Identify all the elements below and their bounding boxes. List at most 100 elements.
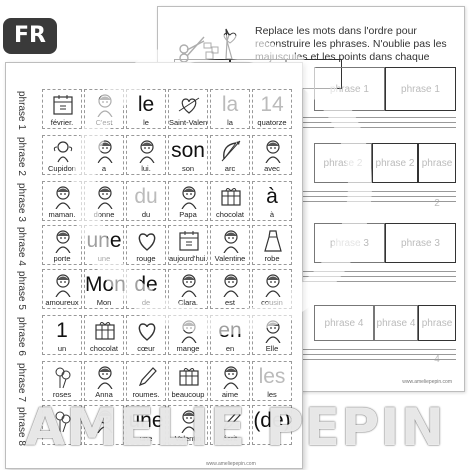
phrase-row-label: phrase 6	[9, 315, 33, 356]
card-caption: une	[139, 434, 153, 443]
writing-lines	[174, 113, 456, 135]
word-card: de de	[126, 269, 166, 309]
card-caption: mange	[176, 344, 200, 353]
answer-box: phrase 3	[385, 223, 456, 263]
heart-icon	[136, 229, 158, 253]
card-caption: chocolat	[216, 210, 244, 219]
word-card: (de)	[252, 405, 292, 445]
bow-arrow-icon	[220, 139, 242, 163]
card-caption: beaucoup	[171, 390, 205, 399]
phrase-row-label-text: phrase 2	[16, 137, 27, 176]
writing-lines	[174, 187, 456, 209]
card-word: du	[134, 185, 158, 208]
word-card: 1 un	[42, 315, 82, 355]
word-card: roumes.	[126, 361, 166, 401]
child-illustration-icon	[94, 185, 116, 210]
word-card: arc	[210, 135, 250, 175]
card-caption: porte	[53, 254, 71, 263]
card-caption: Anna	[95, 390, 113, 399]
card-word: 1	[56, 319, 68, 342]
language-badge: FR	[3, 18, 57, 54]
card-caption: maman.	[48, 210, 76, 219]
child-illustration-icon	[178, 185, 200, 210]
card-word: de	[134, 273, 158, 296]
card-caption: Clara.	[177, 298, 198, 307]
answer-box: phrase 1	[314, 67, 385, 111]
footer-url: www.ameliepepin.com	[206, 461, 256, 467]
card-word: la	[221, 93, 239, 116]
phrase-row-label-text: phrase 3	[16, 183, 27, 222]
card-caption: cousin	[261, 298, 283, 307]
phrase-row-label: phrase 8	[9, 405, 33, 446]
calendar-icon	[178, 229, 200, 253]
word-card: chocolat	[210, 181, 250, 221]
card-caption: donne	[93, 210, 115, 219]
word-card: robe	[252, 225, 292, 265]
card-caption: est	[224, 298, 235, 307]
card-caption: lui.	[141, 164, 151, 173]
word-card: cousin	[252, 269, 292, 309]
chocolate-box-icon	[178, 365, 200, 389]
word-card: Papa	[168, 181, 208, 221]
child-illustration-icon	[52, 185, 74, 210]
calendar-icon	[52, 93, 74, 117]
card-caption: de	[141, 298, 151, 307]
word-card: lui.	[126, 135, 166, 175]
phrase-row-label: phrase 3	[9, 181, 33, 222]
card-caption: aime	[221, 390, 239, 399]
word-card: est	[210, 269, 250, 309]
word-card: écrit	[210, 405, 250, 445]
card-caption: Cupidon	[48, 164, 76, 173]
card-caption: les	[267, 390, 277, 399]
word-card: Valentine	[210, 225, 250, 265]
phrase-row-label-text: phrase 8	[16, 407, 27, 446]
card-caption: avec	[264, 164, 280, 173]
child-illustration-icon	[262, 319, 284, 344]
word-card: aujourd'hui.	[168, 225, 208, 265]
phrase-row-label: phrase 4	[9, 225, 33, 266]
answer-box: phrase 3	[314, 223, 385, 263]
card-caption: écrit	[222, 434, 238, 443]
word-card: Cupidon	[42, 135, 82, 175]
child-illustration-icon	[220, 229, 242, 254]
card-caption: un	[57, 344, 67, 353]
card-caption: quatorze	[257, 118, 287, 127]
footer-url: www.ameliepepin.com	[402, 379, 452, 385]
phrase-row-label-text: phrase 1	[16, 91, 27, 130]
child-illustration-icon	[178, 273, 200, 298]
card-word: les	[258, 365, 286, 388]
word-card: rouge	[126, 225, 166, 265]
dress-icon	[262, 229, 284, 253]
card-caption: à	[269, 210, 275, 219]
word-card: amoureux	[42, 269, 82, 309]
child-illustration-icon	[94, 365, 116, 390]
card-caption: Saint-Valentin	[169, 118, 207, 127]
rose-icon	[52, 365, 74, 389]
heart-icon	[136, 319, 158, 343]
card-word: à	[266, 185, 278, 208]
phrase-row-label-text: phrase 7	[16, 363, 27, 402]
card-caption: arc	[224, 164, 236, 173]
answer-box: phrase 4	[418, 305, 456, 365]
chocolate-box-icon	[220, 185, 242, 209]
child-illustration-icon	[136, 139, 158, 164]
phrase-row-label-text: phrase 4	[16, 227, 27, 266]
card-caption: en	[225, 344, 235, 353]
child-illustration-icon	[94, 93, 116, 118]
word-card: roses	[42, 361, 82, 401]
card-caption: cœur	[137, 344, 155, 353]
child-illustration-icon	[178, 409, 200, 434]
word-card: C'est	[84, 89, 124, 129]
word-card: aime	[210, 361, 250, 401]
word-cards-sheet: www.ameliepepin.com phrase 1 phrase 2 phra…	[5, 62, 303, 469]
word-card: porte	[42, 225, 82, 265]
child-illustration-icon	[52, 273, 74, 298]
card-caption: roses	[52, 390, 72, 399]
child-illustration-icon	[220, 273, 242, 298]
card-caption: roumes.	[132, 390, 160, 399]
word-card: donne	[84, 181, 124, 221]
